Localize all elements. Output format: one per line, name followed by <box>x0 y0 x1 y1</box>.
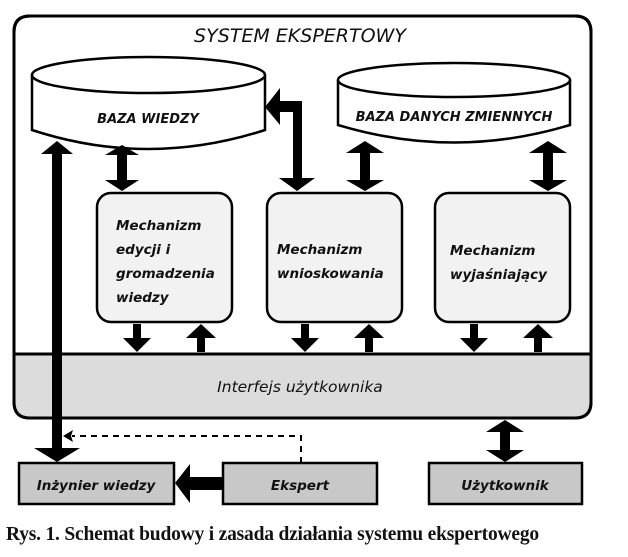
arrow-inference-to-interface <box>291 324 319 352</box>
user-interface-band <box>14 354 591 418</box>
double-arrow-variables-explanation <box>529 141 567 191</box>
database-variables: BAZA DANYCH ZMIENNYCH <box>336 61 572 144</box>
mechanism-label-line: gromadzenia <box>116 266 215 282</box>
actor-knowledge-engineer: Inżynier wiedzy <box>17 461 176 506</box>
database-label: BAZA DANYCH ZMIENNYCH <box>356 110 553 125</box>
actor-label: Ekspert <box>271 478 330 494</box>
mechanism-label-line: Mechanizm <box>450 243 535 259</box>
arrow-interface-to-explanation <box>523 324 553 352</box>
elbow-arrow-inference-knowledge-base <box>265 88 315 191</box>
mechanism-label-line: Mechanizm <box>277 242 362 258</box>
actor-label: Inżynier wiedzy <box>37 478 157 494</box>
svg-text:Mechanizm edycji i: Mechanizm edycji i gromadzenia wiedzy <box>116 218 220 306</box>
arrow-editing-to-interface <box>123 324 151 352</box>
database-label: BAZA WIEDZY <box>97 112 200 127</box>
mechanism-knowledge-editing: Mechanizm edycji i gromadzenia wiedzy <box>95 191 234 324</box>
double-arrow-variables-inference <box>346 141 384 191</box>
actor-label: Użytkownik <box>461 478 550 494</box>
mechanism-inference: Mechanizm wnioskowania <box>265 191 404 324</box>
arrow-explanation-to-interface <box>460 324 488 352</box>
system-title: SYSTEM EKSPERTOWY <box>194 25 407 47</box>
mechanism-explanation: Mechanizm wyjaśniający <box>433 191 572 324</box>
figure-caption: Rys. 1. Schemat budowy i zasada działani… <box>6 524 539 545</box>
dashed-arrow-expert-to-engineer <box>63 430 302 463</box>
arrow-interface-to-inference <box>354 324 384 352</box>
svg-text:Mechanizm wyjaśniający: Mechanizm wyjaśniający <box>450 243 548 283</box>
arrow-interface-to-editing <box>186 324 216 352</box>
double-arrow-knowledge-base-editing <box>105 145 139 191</box>
mechanism-label-line: wiedzy <box>116 290 170 306</box>
database-knowledge-base: BAZA WIEDZY <box>30 55 267 151</box>
actor-expert: Ekspert <box>221 461 379 506</box>
double-arrow-interface-user <box>486 420 524 462</box>
mechanism-label-line: wyjaśniający <box>450 267 548 283</box>
mechanism-label-line: wnioskowania <box>277 266 384 282</box>
double-arrow-knowledge-base-engineer <box>34 141 80 462</box>
arrow-expert-to-engineer <box>175 464 223 503</box>
mechanism-label-line: Mechanizm <box>116 218 201 234</box>
user-interface-label: Interfejs użytkownika <box>217 378 383 396</box>
actor-user: Użytkownik <box>427 461 584 506</box>
mechanism-label-line: edycji i <box>116 242 171 258</box>
svg-text:Mechanizm wnioskowania: Mechanizm wnioskowania <box>277 242 384 282</box>
